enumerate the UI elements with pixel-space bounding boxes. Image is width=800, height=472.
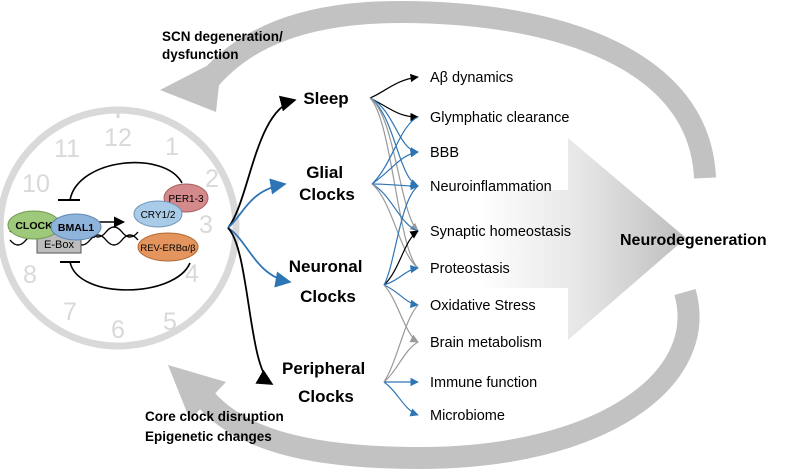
process-synaptic-homeostasis: Synaptic homeostasis xyxy=(430,224,571,240)
loop-top xyxy=(69,161,183,201)
numeral-3: 3 xyxy=(199,211,213,239)
numeral-1: 1 xyxy=(165,133,179,161)
numeral-10: 10 xyxy=(22,170,50,198)
bottom-feedback-arrow xyxy=(168,289,700,470)
clock-face: 12 11 10 1 2 3 4 5 6 7 8 E-Box CLOCK xyxy=(0,106,240,350)
clock-protein-label: CLOCK xyxy=(15,220,53,232)
process-arrows xyxy=(369,73,419,417)
clock-to-types-arrows xyxy=(227,95,297,385)
numeral-2: 2 xyxy=(205,165,219,193)
numeral-5: 5 xyxy=(163,308,177,336)
process-neuroinflammation: Neuroinflammation xyxy=(430,179,552,195)
neurodegeneration-label: Neurodegeneration xyxy=(620,232,767,249)
process-list: Aβ dynamics Glymphatic clearance BBB Neu… xyxy=(430,70,571,424)
numeral-11: 11 xyxy=(54,135,80,163)
clock-numerals: 12 11 10 1 2 3 4 5 6 7 8 xyxy=(22,124,219,344)
loop-bottom xyxy=(69,261,191,291)
process-abeta-dynamics: Aβ dynamics xyxy=(430,70,513,86)
sleep-label: Sleep xyxy=(303,89,348,108)
numeral-8: 8 xyxy=(23,261,37,289)
core-clock-disruption-label: Core clock disruption Epigenetic changes xyxy=(145,409,288,444)
process-proteostasis: Proteostasis xyxy=(430,261,510,277)
numeral-4: 4 xyxy=(185,260,199,288)
neuronal-clocks-label: Neuronal Clocks xyxy=(289,257,367,306)
cry-protein xyxy=(133,200,183,228)
process-microbiome: Microbiome xyxy=(430,408,505,424)
bmal1-protein xyxy=(50,213,102,241)
process-glymphatic-clearance: Glymphatic clearance xyxy=(430,110,569,126)
numeral-7: 7 xyxy=(63,298,77,326)
process-brain-metabolism: Brain metabolism xyxy=(430,335,542,351)
process-oxidative-stress: Oxidative Stress xyxy=(430,298,536,314)
reverb-protein-label: REV-ERBα/β xyxy=(140,243,196,254)
glial-clocks-label: Glial Clocks xyxy=(299,163,355,204)
bmal1-protein-label: BMAL1 xyxy=(58,222,94,234)
peripheral-clocks-label: Peripheral Clocks xyxy=(282,359,370,406)
numeral-6: 6 xyxy=(111,316,125,344)
process-bbb: BBB xyxy=(430,145,459,161)
numeral-12: 12 xyxy=(104,124,132,152)
process-immune-function: Immune function xyxy=(430,375,537,391)
reverb-protein xyxy=(137,232,199,262)
clock-types: Sleep Glial Clocks Neuronal Clocks Perip… xyxy=(282,89,370,406)
neurodegeneration-big-arrow xyxy=(478,138,686,340)
scn-degeneration-label: SCN degeneration/ dysfunction xyxy=(162,29,287,62)
top-feedback-arrow xyxy=(160,0,716,179)
per-protein-label: PER1-3 xyxy=(168,194,203,205)
cry-protein-label: CRY1/2 xyxy=(141,210,176,221)
ebox-label: E-Box xyxy=(44,239,74,251)
